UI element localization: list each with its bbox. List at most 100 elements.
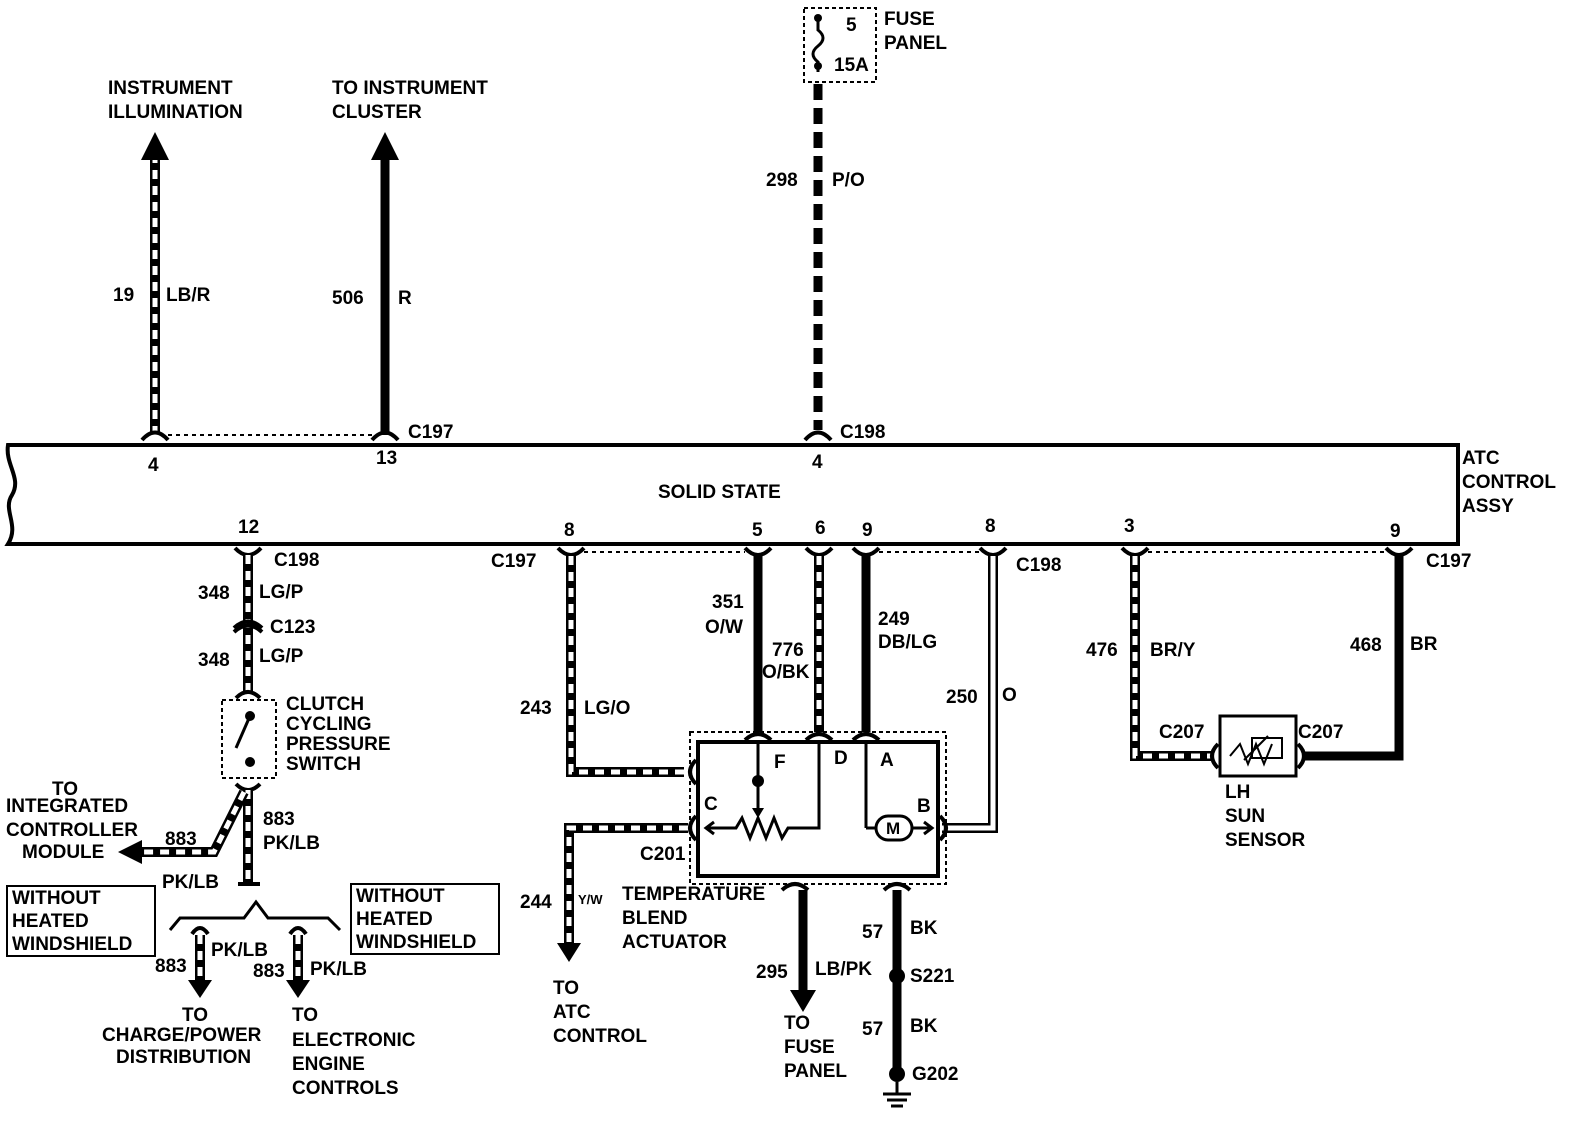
wire-color: PK/LB <box>162 872 219 893</box>
connector-c123-icon <box>232 623 264 634</box>
wire-number: 351 <box>712 592 744 613</box>
wire-295: 295 LB/PK <box>756 890 872 1012</box>
wire-476: 476 BR/Y <box>1086 556 1212 761</box>
atc-control-module: SOLID STATE ATC CONTROL ASSY <box>4 443 1556 546</box>
connector-pin-icon <box>140 430 170 442</box>
destination-charge-1: TO <box>182 1005 208 1026</box>
arrow-up-icon <box>141 132 169 160</box>
wire-color: LG/P <box>259 582 304 603</box>
destination-illumination-2: ILLUMINATION <box>108 102 243 123</box>
wire-number: 243 <box>520 698 552 719</box>
wire-color: BK <box>910 1016 938 1037</box>
module-name-3: ASSY <box>1462 496 1514 517</box>
destination-eec-1: TO <box>292 1005 318 1026</box>
wire-number: 348 <box>198 583 230 604</box>
splice-s221: S221 <box>910 966 955 987</box>
destination-cluster-2: CLUSTER <box>332 102 422 123</box>
svg-text:M: M <box>886 819 900 838</box>
note-without-heated-windshield-left: WITHOUT HEATED WINDSHIELD <box>6 885 156 957</box>
svg-text:HEATED: HEATED <box>356 909 433 930</box>
wire-number: 468 <box>1350 635 1382 656</box>
pin-label: 3 <box>1124 516 1135 537</box>
connector-c197-b1: C197 <box>491 551 536 572</box>
svg-text:WITHOUT: WITHOUT <box>12 888 101 909</box>
fuse-rating: 15A <box>834 55 869 76</box>
ground-g202: G202 <box>912 1064 958 1085</box>
wire-883-charge: 883 PK/LB <box>155 926 268 998</box>
connector-c201: C201 <box>640 844 686 865</box>
destination-fuse-2: FUSE <box>784 1037 835 1058</box>
actuator-pin-d: D <box>834 748 848 769</box>
wire-color: BK <box>910 918 938 939</box>
connector-c197-b3: C197 <box>1426 551 1471 572</box>
switch-icon <box>234 715 252 749</box>
fuse-label-2: PANEL <box>884 33 947 54</box>
svg-text:HEATED: HEATED <box>12 911 89 932</box>
arrow-left-icon <box>118 840 142 864</box>
wire-number: 19 <box>113 285 134 306</box>
wire-244: 244 Y/W C201 <box>520 823 688 962</box>
wire-number: 57 <box>862 922 883 943</box>
actuator-label-3: ACTUATOR <box>622 932 727 953</box>
wire-color: LB/PK <box>815 959 872 980</box>
note-without-heated-windshield-right: WITHOUT HEATED WINDSHIELD <box>350 883 500 955</box>
wire-number: 506 <box>332 288 364 309</box>
actuator-pin-a: A <box>880 750 894 771</box>
destination-icm-4: MODULE <box>22 842 104 863</box>
wire-color: LG/P <box>259 646 304 667</box>
pin-label: 4 <box>812 452 823 473</box>
switch-label-3: PRESSURE <box>286 734 391 755</box>
wire-color: O/BK <box>762 662 810 683</box>
wire-color: DB/LG <box>878 632 937 653</box>
connector-c198-top: C198 <box>840 422 885 443</box>
arrow-down-icon <box>557 943 581 962</box>
wire-348: 348 LG/P C123 348 LG/P <box>198 555 315 692</box>
wire-number: 476 <box>1086 640 1118 661</box>
pin-label: 8 <box>985 516 996 537</box>
connector-pin-icon <box>556 546 586 557</box>
wire-19: 19 LB/R 4 <box>113 132 211 476</box>
actuator-pin-c: C <box>704 794 718 815</box>
wire-number: 883 <box>155 956 187 977</box>
wire-57: 57 BK S221 57 BK G202 <box>862 890 958 1108</box>
destination-charge-2: CHARGE/POWER <box>102 1025 262 1046</box>
wire-883: 883 PK/LB 883 PK/LB <box>118 789 320 893</box>
temperature-blend-actuator: M F D A C B <box>688 731 948 892</box>
destination-icm-1: TO <box>52 779 78 800</box>
switch-label-1: CLUTCH <box>286 694 364 715</box>
sensor-label-2: SUN <box>1225 806 1265 827</box>
wire-298: 298 P/O 4 C198 <box>766 84 885 473</box>
destination-icm-2: INTEGRATED <box>6 796 128 817</box>
connector-pin-icon <box>1384 546 1414 557</box>
actuator-pin-b: B <box>917 796 931 817</box>
wire-number: 883 <box>165 829 197 850</box>
svg-text:WINDSHIELD: WINDSHIELD <box>356 932 476 953</box>
wire-number: 348 <box>198 650 230 671</box>
pin-label: 8 <box>564 520 575 541</box>
connector-pin-icon <box>233 546 263 557</box>
splice-s221-icon <box>889 968 905 984</box>
arrow-down-icon <box>286 980 310 998</box>
wire-color: LB/R <box>166 285 211 306</box>
wire-number: 298 <box>766 170 798 191</box>
actuator-label-1: TEMPERATURE <box>622 884 765 905</box>
arrow-up-icon <box>371 132 399 160</box>
wire-351: 351 O/W <box>705 556 763 732</box>
destination-eec-3: ENGINE <box>292 1054 365 1075</box>
wire-249: 249 DB/LG <box>861 556 937 732</box>
connector-pin-icon <box>743 546 773 557</box>
connector-c207b: C207 <box>1298 722 1343 743</box>
wire-250: 250 O <box>942 556 1017 833</box>
pin-label: 12 <box>238 517 259 538</box>
wire-color: LG/O <box>584 698 630 719</box>
wire-number: 776 <box>772 640 804 661</box>
connector-pin-icon <box>370 430 400 442</box>
arrow-down-icon <box>790 990 816 1012</box>
pin-label: 13 <box>376 448 397 469</box>
wire-color: BR/Y <box>1150 640 1196 661</box>
destination-atc-3: CONTROL <box>553 1026 647 1047</box>
fuse-number: 5 <box>846 15 857 36</box>
wire-color: Y/W <box>578 892 603 907</box>
wire-color: BR <box>1410 634 1438 655</box>
pin-label: 9 <box>862 520 873 541</box>
